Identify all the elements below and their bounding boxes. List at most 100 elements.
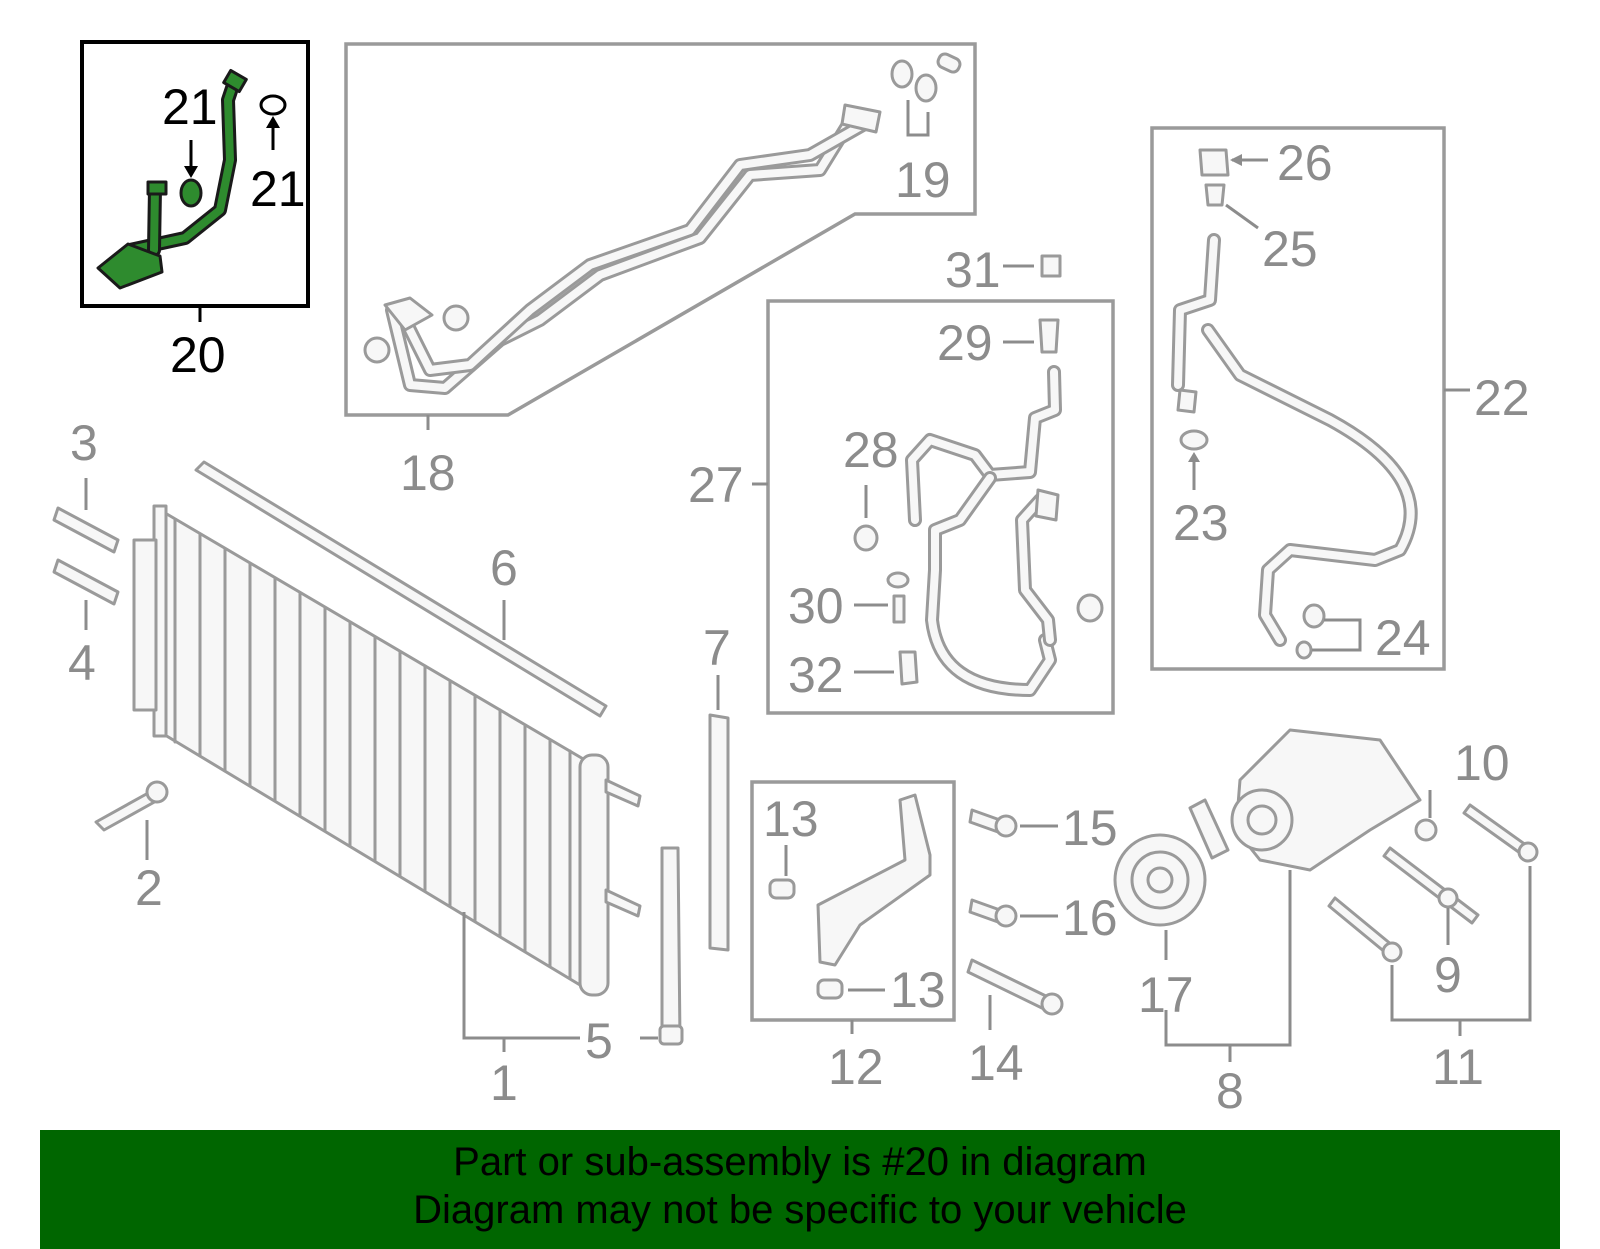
callout-30[interactable]: 30 — [788, 578, 844, 634]
callout-14[interactable]: 14 — [968, 1035, 1024, 1091]
part-8-compressor-shaft — [1246, 804, 1278, 836]
callout-2[interactable]: 2 — [135, 860, 163, 916]
part-22-frame — [1150, 126, 1446, 671]
part-24-oring-1 — [1302, 603, 1326, 629]
part-18-block — [383, 296, 434, 332]
part-10-nut[interactable] — [1414, 818, 1438, 842]
callout-21b[interactable]: 21 — [250, 161, 306, 217]
leader-8 — [1164, 870, 1292, 1047]
callout-32[interactable]: 32 — [788, 647, 844, 703]
callout-13b[interactable]: 13 — [890, 962, 946, 1018]
part-20-stub — [150, 184, 159, 254]
part-14-bolt[interactable] — [966, 958, 1052, 1012]
part-1-group: 3 4 2 6 7 5 1 — [52, 415, 731, 1111]
part-24-oring-2 — [1295, 640, 1313, 660]
callout-21a[interactable]: 21 — [162, 79, 218, 135]
part-12-bracket[interactable] — [816, 793, 932, 967]
part-19-oring-2 — [914, 73, 938, 103]
part-4-pin[interactable] — [52, 558, 120, 606]
part-21-oring-highlight — [179, 178, 203, 208]
part-30-oring — [886, 571, 910, 589]
callout-5[interactable]: 5 — [585, 1013, 613, 1069]
part-2-head — [145, 780, 169, 804]
callout-9[interactable]: 9 — [1434, 947, 1462, 1003]
callout-27[interactable]: 27 — [688, 457, 744, 513]
callout-28[interactable]: 28 — [843, 422, 899, 478]
callout-17[interactable]: 17 — [1138, 967, 1194, 1023]
part-20-fitting-top — [222, 68, 248, 94]
callout-12[interactable]: 12 — [828, 1039, 884, 1095]
part-9-stud[interactable] — [1382, 846, 1480, 925]
callout-19[interactable]: 19 — [895, 152, 951, 208]
banner-line-1: Part or sub-assembly is #20 in diagram — [453, 1140, 1147, 1184]
part-18-nut-2 — [363, 336, 391, 364]
part-18-line2 — [401, 118, 872, 374]
part-27-connector — [1034, 488, 1060, 522]
part-15-head — [994, 814, 1018, 838]
part-11-head-a — [1517, 841, 1539, 863]
callout-13a[interactable]: 13 — [763, 791, 819, 847]
callout-10[interactable]: 10 — [1454, 735, 1510, 791]
part-1-receiver — [578, 753, 610, 997]
part-1-fins — [173, 518, 572, 980]
part-14-head — [1040, 992, 1064, 1016]
part-7-seal[interactable] — [708, 713, 730, 952]
arrow-26 — [1230, 154, 1242, 166]
part-11-head-b — [1381, 941, 1403, 963]
part-28-oring — [853, 524, 879, 552]
callout-11[interactable]: 11 — [1432, 1039, 1484, 1095]
part-20-hose[interactable] — [126, 78, 238, 254]
part-22-fitting — [1176, 388, 1198, 414]
leader-19 — [906, 100, 930, 137]
part-27-group: 31 29 28 27 30 32 — [688, 242, 1115, 715]
part-18-end-fitting — [840, 103, 882, 134]
callout-25[interactable]: 25 — [1262, 221, 1318, 277]
arrow-21b — [266, 116, 280, 128]
part-32-sensor — [898, 650, 919, 686]
arrow-21a — [184, 166, 198, 178]
part-13-clip-b — [816, 978, 844, 1000]
part-27-oring — [1076, 593, 1104, 623]
part-20-group[interactable]: 21 21 20 — [80, 40, 310, 383]
part-13-clip-a — [768, 878, 796, 900]
part-23-oring — [1179, 429, 1209, 451]
callout-4[interactable]: 4 — [68, 635, 96, 691]
part-17-bracket — [1188, 798, 1230, 860]
callout-6[interactable]: 6 — [490, 540, 518, 596]
leader-24 — [1312, 618, 1362, 652]
callout-23[interactable]: 23 — [1173, 495, 1229, 551]
part-11-bolt-a[interactable] — [1462, 803, 1528, 855]
part-6-seal[interactable] — [194, 460, 608, 718]
part-20-fitting — [146, 180, 168, 196]
part-16-head — [994, 904, 1018, 928]
part-19-seal — [936, 52, 962, 74]
bolts-group: 15 16 14 — [966, 800, 1118, 1091]
part-30-pin — [892, 594, 906, 624]
part-27-line-b — [1018, 496, 1054, 644]
callout-1[interactable]: 1 — [490, 1055, 518, 1111]
callout-15[interactable]: 15 — [1062, 800, 1118, 856]
part-22-hose-top — [1174, 236, 1218, 389]
banner-line-2: Diagram may not be specific to your vehi… — [413, 1188, 1187, 1232]
callout-8[interactable]: 8 — [1216, 1063, 1244, 1119]
part-5-desiccant[interactable] — [660, 846, 682, 1042]
callout-24[interactable]: 24 — [1375, 610, 1431, 666]
part-11-bolt-b[interactable] — [1327, 896, 1394, 955]
part-27-line[interactable] — [928, 474, 1054, 694]
part-27-frame — [766, 299, 1115, 715]
part-9-nut — [1437, 887, 1459, 909]
part-8-group: 10 17 9 8 11 — [1113, 728, 1539, 1119]
callout-22[interactable]: 22 — [1474, 370, 1530, 426]
callout-18[interactable]: 18 — [400, 445, 456, 501]
callout-3[interactable]: 3 — [70, 415, 98, 471]
callout-26[interactable]: 26 — [1277, 135, 1333, 191]
callout-29[interactable]: 29 — [937, 315, 993, 371]
callout-7[interactable]: 7 — [703, 620, 731, 676]
part-18-line[interactable] — [388, 114, 856, 392]
part-3-pin[interactable] — [52, 506, 120, 554]
part-22-hose[interactable] — [1204, 326, 1415, 644]
callout-16[interactable]: 16 — [1062, 890, 1118, 946]
callout-20[interactable]: 20 — [170, 327, 226, 383]
callout-31[interactable]: 31 — [945, 242, 1001, 298]
